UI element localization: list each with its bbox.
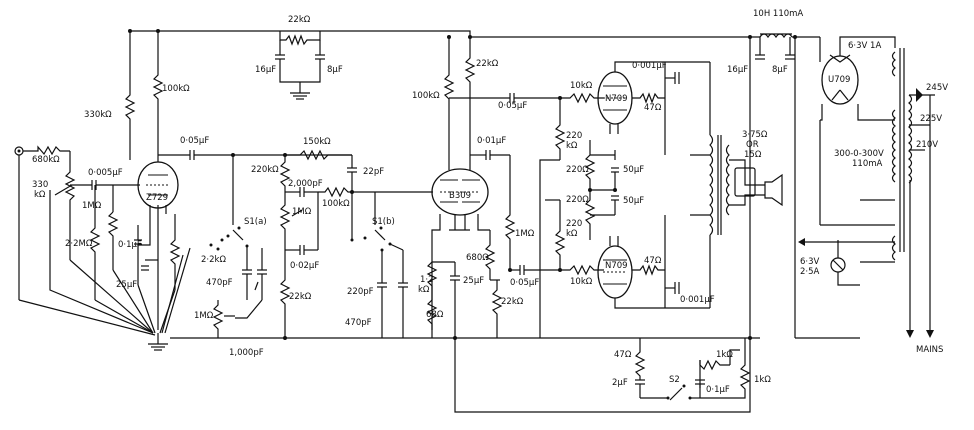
label-spk-15: 15Ω <box>744 150 762 160</box>
label-225v: 225V <box>920 114 942 124</box>
label-16uf-top: 16μF <box>255 65 276 75</box>
label-220k-b-unit: kΩ <box>566 141 578 151</box>
tone-network <box>209 149 433 338</box>
label-680: 680Ω <box>466 253 489 263</box>
label-choke: 10H 110mA <box>753 9 803 19</box>
label-1m-b: 1MΩ <box>194 311 214 321</box>
label-01uf-b: 0·1μF <box>706 385 730 395</box>
label-10k-a: 10kΩ <box>570 81 593 91</box>
component-labels: 22kΩ 16μF 8μF 10H 110mA 16μF 8μF 6·3V 1A… <box>32 9 948 395</box>
label-100k-b: 100kΩ <box>322 199 350 209</box>
label-47-c: 47Ω <box>614 350 632 360</box>
label-47-b: 47Ω <box>644 256 662 266</box>
label-2uf: 2μF <box>612 378 628 388</box>
label-220-b: 220Ω <box>566 195 589 205</box>
label-heater-lamp: 6·3V <box>800 257 820 267</box>
label-transformer: 300-0-300V <box>834 149 884 159</box>
label-16uf-psu: 16μF <box>727 65 748 75</box>
input-stage <box>14 31 352 351</box>
label-z729: Z729 <box>146 193 168 203</box>
label-spk: 3·75Ω <box>742 130 768 140</box>
label-2000pf: 2,000pF <box>288 179 323 189</box>
label-22k-cath: 2·2kΩ <box>201 255 226 265</box>
label-220k-b: 220 <box>566 131 582 141</box>
label-mains: MAINS <box>916 345 943 355</box>
label-22pf: 22pF <box>363 167 384 177</box>
label-470pf-a: 470pF <box>206 278 233 288</box>
label-25uf-a: 25μF <box>116 280 137 290</box>
label-22k-b: 22kΩ <box>289 292 312 302</box>
rails <box>130 30 860 413</box>
label-s2: S2 <box>669 375 680 385</box>
label-100k-c: 100kΩ <box>412 91 440 101</box>
label-50uf-a: 50μF <box>623 165 644 175</box>
label-001uf-a: 0·01μF <box>477 136 506 146</box>
label-0001uf-b: 0·001μF <box>680 295 715 305</box>
label-1m-c: 1MΩ <box>292 207 312 217</box>
label-spk-or: OR <box>746 140 759 150</box>
label-25uf-b: 25μF <box>463 276 484 286</box>
label-005uf-c: 0·05μF <box>510 278 539 288</box>
output-stage <box>539 61 783 338</box>
phase-splitter <box>426 37 560 338</box>
label-12k: 1·2 <box>420 275 434 285</box>
label-22k-c: 22kΩ <box>476 59 499 69</box>
label-1000pf: 1,000pF <box>229 348 264 358</box>
label-22m: 2·2MΩ <box>65 239 93 249</box>
label-210v: 210V <box>916 140 938 150</box>
label-1m-d: 1MΩ <box>515 229 535 239</box>
label-0005uf: 0·005μF <box>88 168 123 178</box>
label-8uf-psu: 8μF <box>772 65 788 75</box>
label-transformer-ma: 110mA <box>852 159 883 169</box>
valve-b309-icon <box>431 168 489 216</box>
label-47-a: 47Ω <box>644 103 662 113</box>
label-245v: 245V <box>926 83 948 93</box>
label-u709: U709 <box>828 75 850 85</box>
label-005uf-b: 0·05μF <box>498 101 527 111</box>
label-22k-d: 22kΩ <box>501 297 524 307</box>
label-0001uf-a: 0·001μF <box>632 61 667 71</box>
label-150k: 150kΩ <box>303 137 331 147</box>
label-12k-unit: kΩ <box>418 285 430 295</box>
label-330k: 330kΩ <box>84 110 112 120</box>
label-220k-c-unit: kΩ <box>566 229 578 239</box>
label-68: 68Ω <box>426 310 444 320</box>
label-470pf-b: 470pF <box>345 318 372 328</box>
label-220k-a: 220kΩ <box>251 165 279 175</box>
label-002uf: 0·02μF <box>290 261 319 271</box>
label-8uf-top: 8μF <box>327 65 343 75</box>
power-supply <box>275 31 935 338</box>
label-100k-a: 100kΩ <box>162 84 190 94</box>
label-680k: 680kΩ <box>32 155 60 165</box>
label-1k-a: 1kΩ <box>716 350 733 360</box>
label-50uf-b: 50μF <box>623 196 644 206</box>
label-n709-top: N709 <box>605 94 628 104</box>
label-s1b: S1(b) <box>372 217 395 227</box>
label-220pf: 220pF <box>347 287 374 297</box>
label-b309: B309 <box>449 191 471 201</box>
label-220-a: 220Ω <box>566 165 589 175</box>
feedback-network <box>634 338 751 401</box>
label-005uf-a: 0·05μF <box>180 136 209 146</box>
label-1m-a: 1MΩ <box>82 201 102 211</box>
label-heater-lamp-a: 2·5A <box>800 267 820 277</box>
label-n709-bottom: N709 <box>605 261 628 271</box>
label-22k-top: 22kΩ <box>288 15 311 25</box>
label-10k-b: 10kΩ <box>570 277 593 287</box>
label-330-pot: 330 <box>32 180 48 190</box>
junctions <box>128 29 797 340</box>
label-01uf-a: 0·1μF <box>118 240 142 250</box>
label-1k-b: 1kΩ <box>754 375 771 385</box>
label-220k-c: 220 <box>566 219 582 229</box>
label-s1a: S1(a) <box>244 217 267 227</box>
speaker-icon <box>764 173 783 207</box>
label-heater-top: 6·3V 1A <box>848 41 881 51</box>
label-330-pot-unit: kΩ <box>34 190 46 200</box>
